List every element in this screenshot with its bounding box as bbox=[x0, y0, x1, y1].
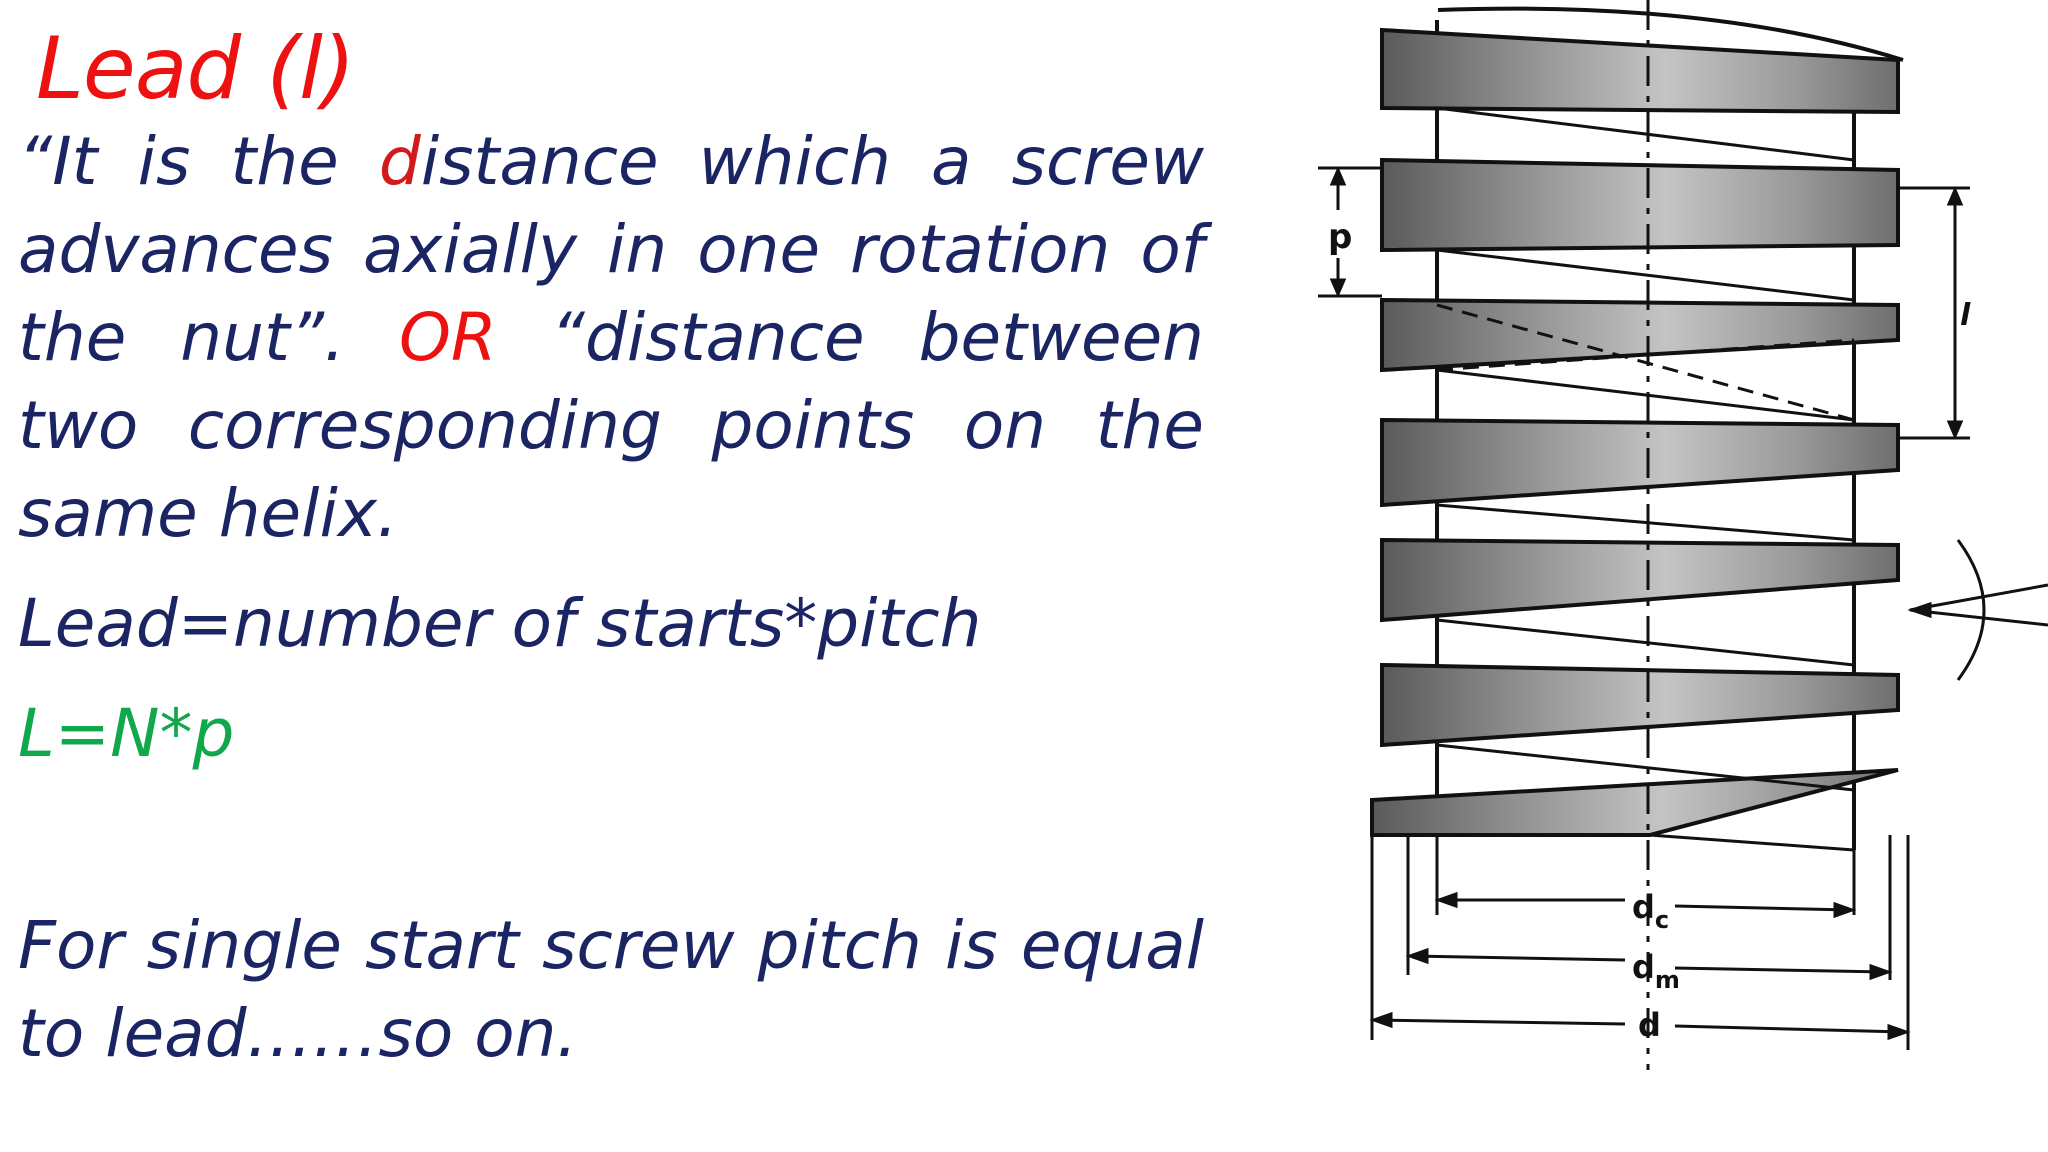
screw-thread-svg: p l bbox=[1318, 0, 2048, 1070]
lead-formula-symbols: L=N*p bbox=[18, 695, 235, 772]
pitch-label: p bbox=[1328, 217, 1352, 257]
definition-part-2: istance which a screw advances axially i… bbox=[18, 123, 1205, 376]
definition-highlight-d: d bbox=[378, 123, 421, 200]
top-cap bbox=[1437, 6, 1904, 62]
lead-definition: “It is the distance which a screw advanc… bbox=[18, 118, 1204, 558]
screw-thread-diagram: p l bbox=[1290, 0, 2048, 1100]
diameter-dimensions bbox=[1369, 835, 1911, 1050]
back-thread-lines bbox=[1436, 106, 1855, 852]
lead-formula-words: Lead=number of starts*pitch bbox=[18, 585, 982, 662]
helix-dashed-lines bbox=[1436, 303, 1855, 422]
lead-label: l bbox=[1960, 298, 1971, 333]
definition-part-3: “distance between two corresponding poin… bbox=[18, 299, 1205, 552]
pitch-dimension bbox=[1318, 166, 1382, 298]
thread-bands bbox=[1370, 27, 1900, 837]
definition-or: OR bbox=[398, 299, 497, 376]
slide-title: Lead (l) bbox=[36, 19, 355, 119]
helix-angle-marker bbox=[1907, 539, 2048, 681]
definition-part-1: “It is the bbox=[18, 123, 379, 200]
major-diameter-label: d bbox=[1638, 1006, 1661, 1044]
single-start-note: For single start screw pitch is equal to… bbox=[18, 907, 1204, 1072]
lead-dimension bbox=[1898, 186, 1970, 440]
mean-diameter-label: dm bbox=[1632, 948, 1680, 994]
core-diameter-label: dc bbox=[1632, 888, 1669, 934]
